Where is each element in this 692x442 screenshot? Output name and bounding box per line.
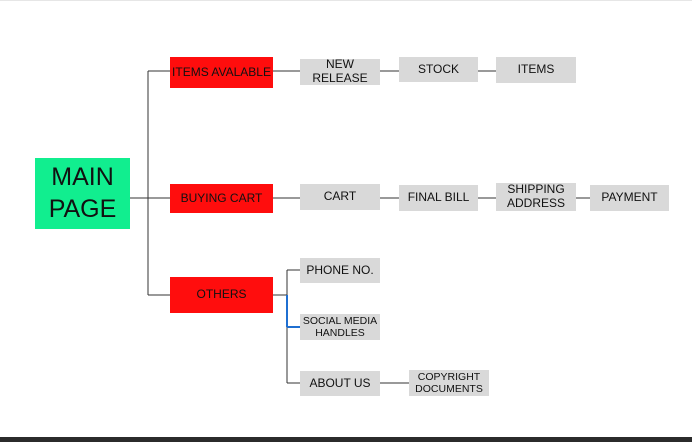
node-phone-no-label: PHONE NO.: [306, 262, 374, 277]
node-main-page[interactable]: MAIN PAGE: [35, 158, 130, 229]
node-final-bill-label: FINAL BILL: [407, 190, 470, 205]
node-buying-cart[interactable]: BUYING CART: [170, 184, 273, 213]
node-about-us-label: ABOUT US: [309, 375, 371, 390]
node-phone-no[interactable]: PHONE NO.: [300, 258, 380, 283]
node-payment[interactable]: PAYMENT: [590, 185, 669, 211]
node-copyright-documents[interactable]: COPYRIGHT DOCUMENTS: [409, 370, 489, 396]
node-items-available-label: ITEMS AVALABLE: [172, 64, 271, 79]
node-social-media-handles-label: SOCIAL MEDIA HANDLES: [302, 314, 378, 339]
node-items-available[interactable]: ITEMS AVALABLE: [170, 57, 273, 88]
bottom-bar: [0, 437, 692, 442]
node-new-release-label: NEW RELEASE: [312, 57, 368, 85]
node-items[interactable]: ITEMS: [496, 57, 576, 83]
node-shipping-address-label: SHIPPING ADDRESS: [506, 182, 565, 210]
node-cart-label: CART: [323, 189, 357, 204]
node-payment-label: PAYMENT: [601, 190, 658, 205]
node-others-label: OTHERS: [196, 287, 247, 302]
node-stock[interactable]: STOCK: [399, 57, 478, 82]
node-copyright-documents-label: COPYRIGHT DOCUMENTS: [415, 370, 483, 395]
node-others[interactable]: OTHERS: [170, 277, 273, 313]
node-social-media-handles[interactable]: SOCIAL MEDIA HANDLES: [300, 314, 380, 340]
node-main-page-label: MAIN PAGE: [48, 163, 117, 223]
node-items-label: ITEMS: [517, 62, 555, 77]
node-final-bill[interactable]: FINAL BILL: [399, 185, 478, 211]
node-new-release[interactable]: NEW RELEASE: [300, 57, 380, 85]
top-divider: [0, 0, 692, 1]
node-stock-label: STOCK: [417, 61, 460, 76]
node-shipping-address[interactable]: SHIPPING ADDRESS: [496, 182, 576, 211]
node-about-us[interactable]: ABOUT US: [300, 371, 380, 396]
node-cart[interactable]: CART: [300, 184, 380, 210]
node-buying-cart-label: BUYING CART: [180, 190, 263, 205]
